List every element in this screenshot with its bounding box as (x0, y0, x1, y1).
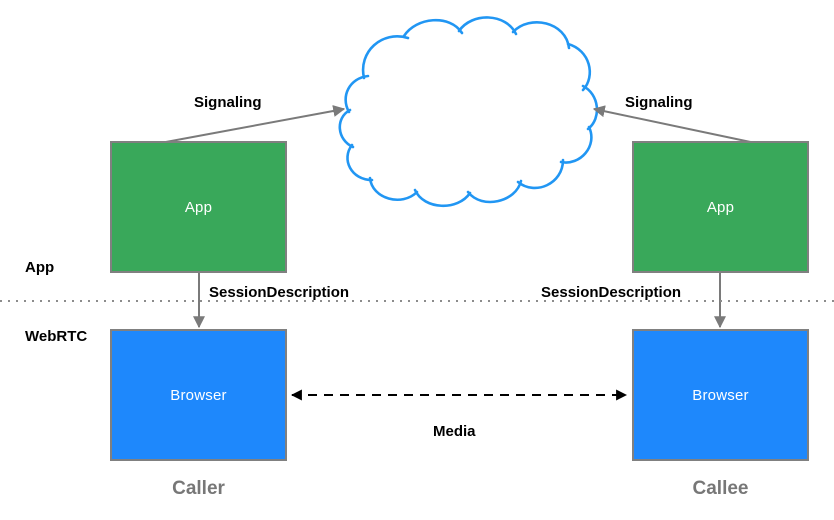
callee-signaling-label: Signaling (625, 94, 693, 111)
callee-app-box[interactable]: App (632, 141, 809, 273)
caller-app-label: App (184, 198, 213, 216)
caller-signaling-label: Signaling (194, 94, 262, 111)
caller-browser-box[interactable]: Browser (110, 329, 287, 461)
layer-label-app: App (25, 259, 55, 276)
caller-browser-label: Browser (170, 386, 227, 404)
callee-signaling-arrow (592, 105, 761, 145)
caller-sessiondescription-label: SessionDescription (209, 284, 350, 301)
caller-app-box[interactable]: App (110, 141, 287, 273)
callee-app-label: App (706, 198, 735, 216)
layer-label-webrtc: WebRTC (25, 328, 88, 345)
caller-signaling-arrow (154, 105, 346, 145)
callee-sessiondescription-label: SessionDescription (541, 284, 682, 301)
role-label-caller: Caller (172, 478, 225, 499)
cloud-icon (338, 16, 599, 208)
callee-browser-box[interactable]: Browser (632, 329, 809, 461)
role-label-callee: Callee (692, 478, 749, 499)
callee-browser-label: Browser (692, 386, 749, 404)
media-label: Media (433, 423, 476, 440)
